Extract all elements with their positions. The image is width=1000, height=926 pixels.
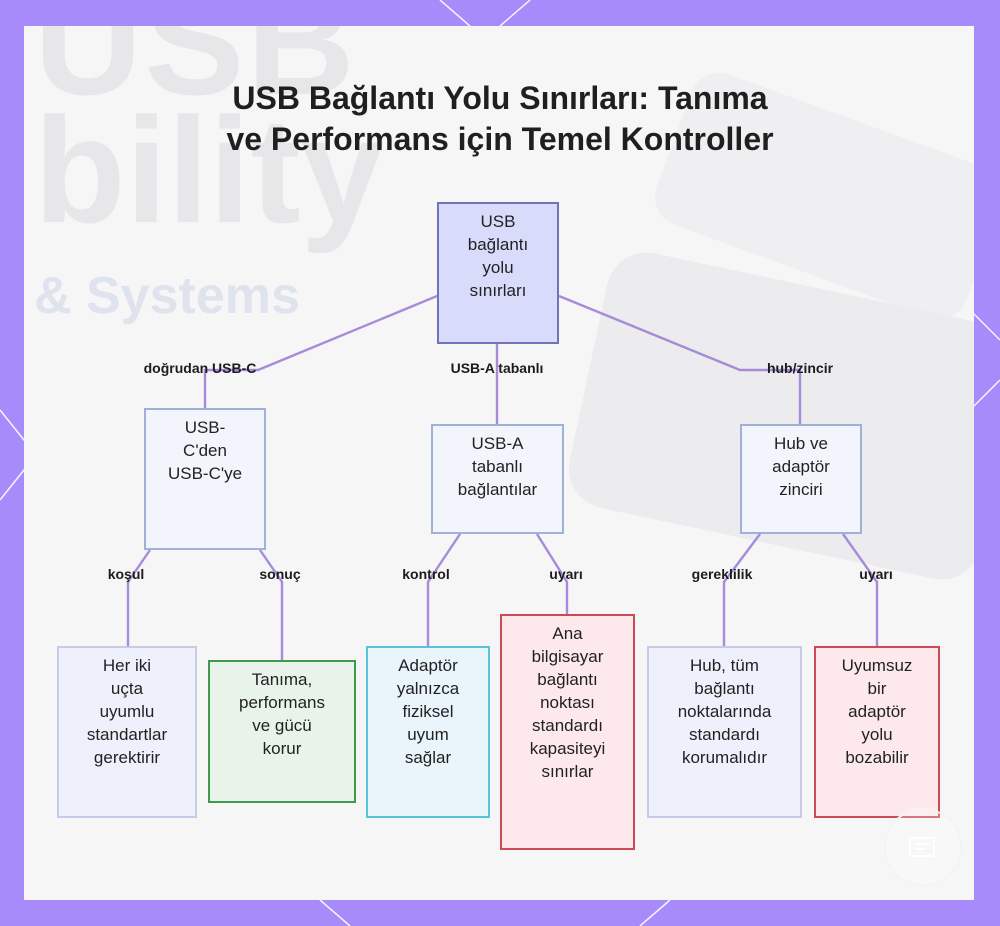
edge-label-result: sonuç	[259, 566, 301, 582]
node-text: adaptör	[848, 702, 906, 721]
edge-label-control: kontrol	[402, 566, 450, 582]
node-text: ve gücü	[252, 716, 312, 735]
node-text: gerektirir	[93, 748, 161, 767]
node-usba-connections: USB-A tabanlı bağlantılar	[431, 424, 564, 534]
node-text: tabanlı	[471, 457, 524, 476]
logo-badge	[884, 808, 962, 886]
node-text: Hub, tüm	[690, 656, 759, 675]
diagram-title: USB Bağlantı Yolu Sınırları: Tanıma ve P…	[100, 78, 900, 160]
edge-label-warning-usba: uyarı	[549, 566, 583, 582]
edge-hub-bad	[842, 533, 879, 646]
node-incompatible-adapter: Uyumsuz bir adaptör yolu bozabilir	[814, 646, 940, 818]
node-hub-adapter-chain: Hub ve adaptör zinciri	[740, 424, 862, 534]
node-both-ends-standards: Her iki uçta uyumlu standartlar gerektir…	[57, 646, 197, 818]
node-text: noktalarında	[677, 702, 772, 721]
node-protects-performance: Tanıma, performans ve gücü korur	[208, 660, 356, 803]
edge-label-direct-usbc: doğrudan USB-C	[143, 360, 257, 376]
node-text: Hub ve	[774, 434, 828, 453]
node-text: yolu	[861, 725, 893, 744]
node-text: yalnızca	[396, 679, 460, 698]
node-usbc-to-usbc: USB- C'den USB-C'ye	[144, 408, 266, 550]
node-text: sınırları	[469, 281, 527, 300]
node-text: performans	[239, 693, 325, 712]
node-text: korur	[262, 739, 302, 758]
edge-label-hub-chain: hub/zincir	[766, 360, 834, 376]
node-text: USB-C'ye	[167, 464, 243, 483]
edge-root-hub	[558, 294, 802, 424]
node-hub-keeps-standard: Hub, tüm bağlantı noktalarında standardı…	[647, 646, 802, 818]
edge-usba-host	[535, 533, 569, 614]
edge-label-requirement: gereklilik	[691, 566, 753, 582]
edge-usba-adapter	[426, 533, 461, 646]
node-text: Uyumsuz	[841, 656, 913, 675]
node-text: Tanıma,	[251, 670, 313, 689]
edge-label-usba-based: USB-A tabanlı	[450, 360, 544, 376]
node-text: standardı	[532, 716, 603, 735]
edge-root-usbc	[203, 294, 438, 408]
node-text: korumalıdır	[681, 748, 767, 767]
node-text: Adaptör	[398, 656, 458, 675]
node-text: bilgisayar	[531, 647, 604, 666]
title-line-1: USB Bağlantı Yolu Sınırları: Tanıma	[232, 80, 768, 116]
node-text: sağlar	[404, 748, 452, 767]
edge-hub-standard	[722, 533, 761, 646]
node-text: bağlantı	[537, 670, 598, 689]
node-text: Her iki	[102, 656, 152, 675]
edge-label-condition: koşul	[107, 566, 145, 582]
node-text: sınırlar	[541, 762, 594, 781]
node-text: bağlantı	[467, 235, 529, 254]
edge-usbc-protects	[259, 549, 284, 660]
node-text: C'den	[183, 441, 227, 460]
node-text: adaptör	[772, 457, 830, 476]
node-text: kapasiteyi	[529, 739, 606, 758]
node-text: bir	[867, 679, 887, 698]
node-text: uçta	[110, 679, 144, 698]
title-line-2: ve Performans için Temel Kontroller	[226, 121, 774, 157]
edge-usbc-both	[126, 549, 151, 646]
node-text: fiziksel	[402, 702, 454, 721]
node-text: noktası	[540, 693, 595, 712]
node-text: uyumlu	[99, 702, 155, 721]
node-text: bozabilir	[845, 748, 909, 767]
node-usb-path-limits: USB bağlantı yolu sınırları	[437, 202, 559, 344]
node-text: bağlantı	[694, 679, 755, 698]
node-text: bağlantılar	[457, 480, 538, 499]
edge-label-warning-hub: uyarı	[859, 566, 893, 582]
node-text: standardı	[689, 725, 760, 744]
node-text: yolu	[482, 258, 514, 277]
node-text: standartlar	[86, 725, 168, 744]
node-text: USB-A	[471, 434, 524, 453]
node-text: zinciri	[779, 480, 823, 499]
logo-icon	[909, 837, 935, 857]
node-text: USB	[480, 212, 516, 231]
node-text: Ana	[552, 624, 583, 643]
node-adapter-physical-fit: Adaptör yalnızca fiziksel uyum sağlar	[366, 646, 490, 818]
node-host-port-limits: Ana bilgisayar bağlantı noktası standard…	[500, 614, 635, 850]
node-text: USB-	[184, 418, 226, 437]
node-text: uyum	[407, 725, 449, 744]
